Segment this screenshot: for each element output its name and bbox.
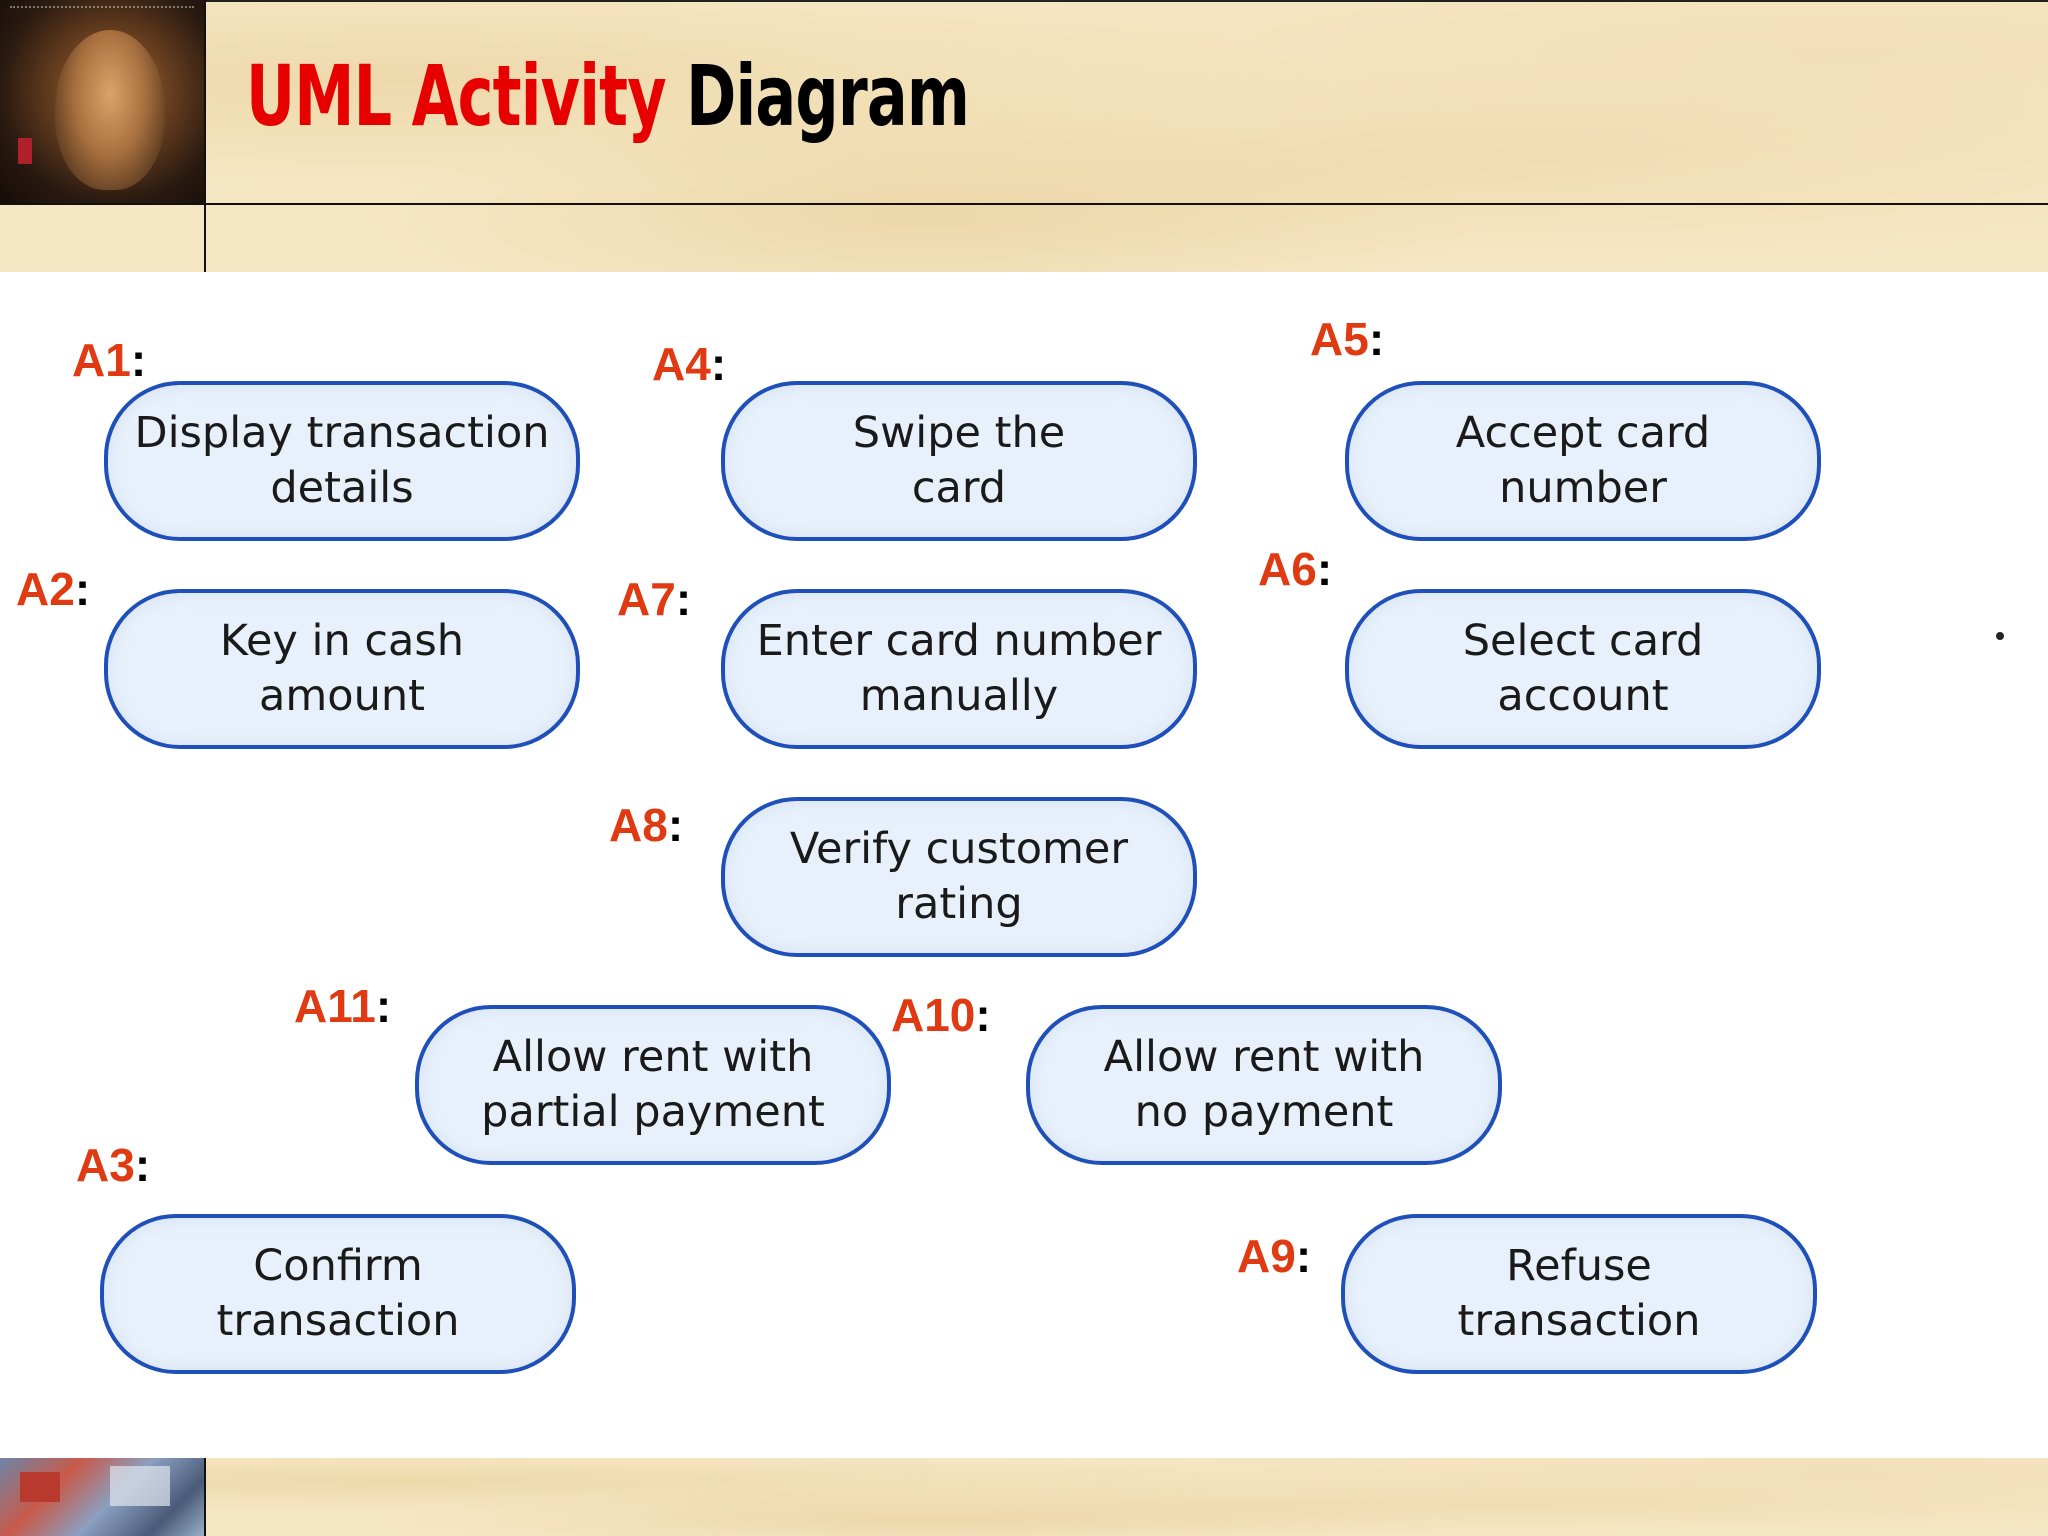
footer-background [0,1458,2048,1536]
activity-node-a9: Refuse transaction [1341,1214,1817,1374]
label-colon: : [130,334,147,386]
slide-title-black: Diagram [686,47,970,145]
activity-code: A4 [652,338,711,390]
activity-text-line: Key in cash [219,616,465,666]
activity-text-line: partial payment [481,1087,825,1137]
activity-label-a7: A7: [617,573,691,625]
slide-title-red: UML Activity [246,47,667,145]
activity-label-a1: A1: [72,334,146,386]
activity-code: A10 [891,989,976,1041]
label-colon: : [1295,1230,1312,1282]
footer-photo-detail [20,1472,60,1502]
activity-label-a6: A6: [1258,543,1332,595]
activity-code: A7 [617,573,676,625]
activity-text-line: details [270,463,414,513]
activity-text-line: Allow rent with [1103,1032,1425,1082]
footer-photo-highlight [110,1466,170,1506]
activity-label-a10: A10: [891,989,991,1041]
label-colon: : [1368,313,1385,365]
activity-code: A6 [1258,543,1317,595]
label-colon: : [134,1139,151,1191]
label-colon: : [1316,543,1333,595]
activity-node-a5: Accept card number [1345,381,1821,541]
activity-text-line: amount [259,671,425,721]
logo-banner [10,6,194,14]
activity-node-a2: Key in cash amount [104,589,580,749]
activity-code: A5 [1310,313,1369,365]
activity-node-a4: Swipe the card [721,381,1197,541]
university-logo [0,0,204,203]
activity-text-line: card [911,463,1007,513]
label-colon: : [975,989,991,1041]
activity-label-a4: A4: [652,338,726,390]
activity-text-line: no payment [1134,1087,1394,1137]
header-background [0,0,2048,272]
activity-label-a5: A5: [1310,313,1384,365]
activity-text-line: Verify customer [789,824,1129,874]
label-colon: : [667,799,684,851]
top-border [0,0,2048,2]
header-divider [0,203,2048,205]
activity-text-line: Enter card number [756,616,1162,666]
header-vertical-divider [204,0,206,272]
activity-label-a2: A2: [16,563,90,615]
activity-text-line: Refuse [1506,1241,1652,1291]
activity-text-line: Display transaction [134,408,550,458]
activity-text-line: transaction [1457,1296,1701,1346]
label-colon: : [675,573,692,625]
cougar-image [55,30,165,190]
activity-node-a3: Confirm transaction [100,1214,576,1374]
activity-text-line: Accept card [1455,408,1711,458]
activity-text-line: account [1497,671,1669,721]
activity-node-a10: Allow rent with no payment [1026,1005,1502,1165]
activity-code: A11 [294,980,376,1032]
activity-text-line: rating [895,879,1023,929]
activity-code: A2 [16,563,75,615]
activity-code: A1 [72,334,131,386]
activity-text-line: Allow rent with [492,1032,814,1082]
activity-text-line: Confirm [253,1241,423,1291]
activity-code: A8 [609,799,668,851]
activity-text-line: Select card [1462,616,1704,666]
footer-vertical-divider [204,1458,206,1536]
activity-text-line: transaction [216,1296,460,1346]
label-colon: : [74,563,91,615]
logo-emblem [18,138,32,164]
footer-photo [0,1458,204,1536]
label-colon: : [710,338,727,390]
activity-text-line: number [1499,463,1667,513]
stray-dot [1996,632,2004,640]
activity-label-a11: A11: [294,980,391,1032]
label-colon: : [375,980,392,1032]
activity-text-line: Swipe the [852,408,1066,458]
activity-code: A3 [76,1139,135,1191]
activity-label-a9: A9: [1237,1230,1311,1282]
slide-title: UML Activity Diagram [246,46,970,146]
activity-node-a8: Verify customer rating [721,797,1197,957]
activity-label-a8: A8: [609,799,683,851]
activity-label-a3: A3: [76,1139,150,1191]
activity-node-a7: Enter card number manually [721,589,1197,749]
activity-node-a6: Select card account [1345,589,1821,749]
activity-text-line: manually [859,671,1059,721]
activity-code: A9 [1237,1230,1296,1282]
activity-node-a1: Display transaction details [104,381,580,541]
activity-node-a11: Allow rent with partial payment [415,1005,891,1165]
